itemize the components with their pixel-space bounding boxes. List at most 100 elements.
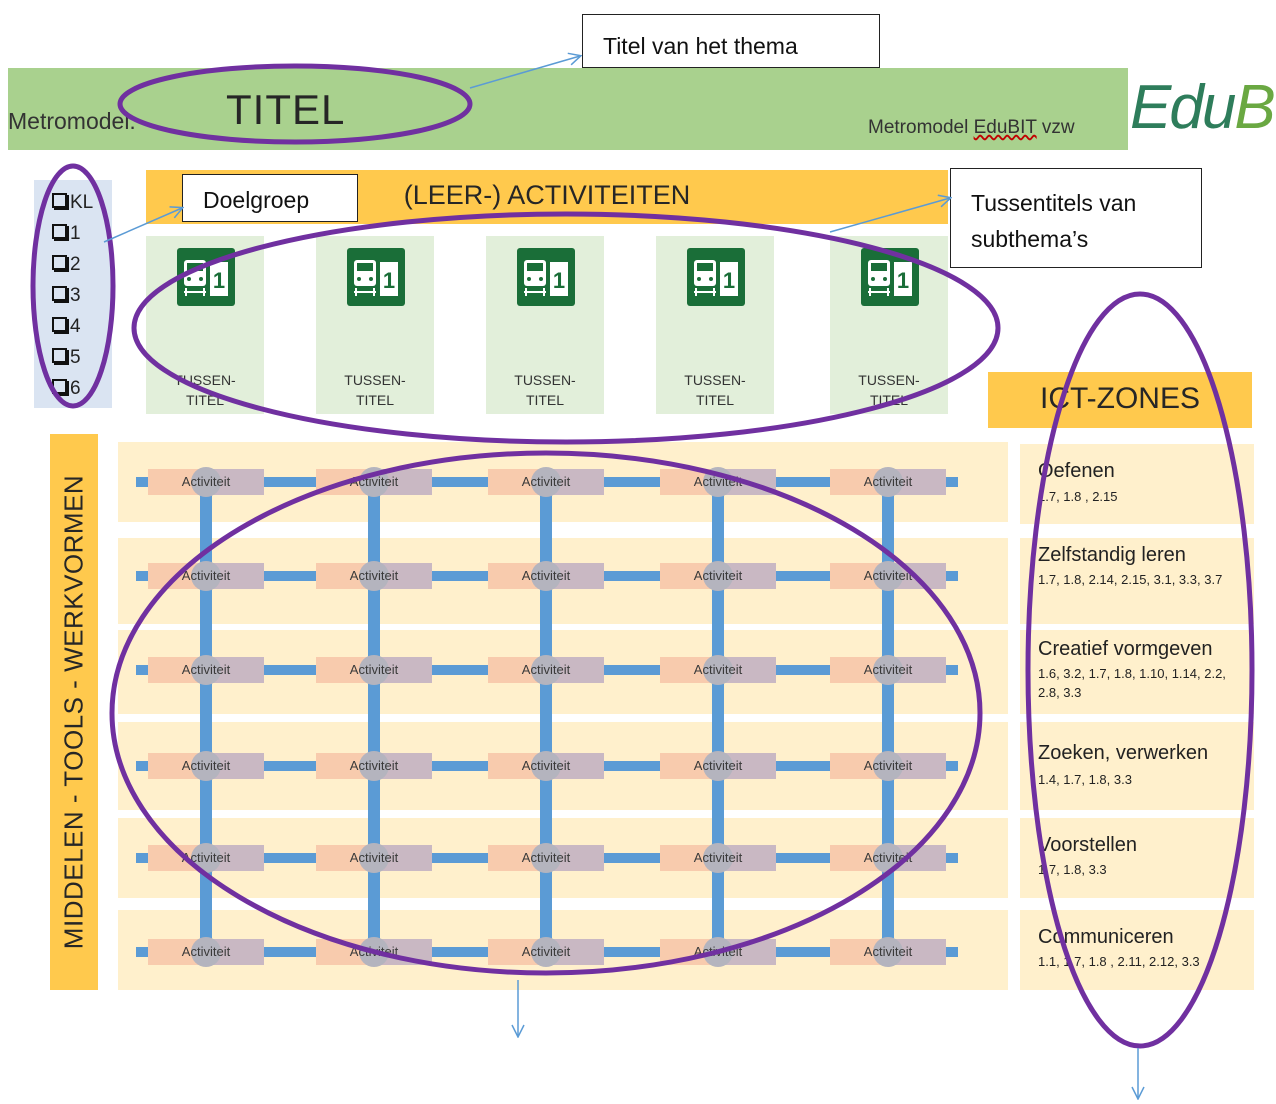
ict-zone-codes: 1.1, 1.7, 1.8 , 2.11, 2.12, 3.3 (1038, 954, 1200, 969)
activity-label: Activiteit (181, 850, 231, 865)
byline-suffix: vzw (1036, 117, 1075, 138)
station-marker (873, 655, 903, 685)
arrow-to-target-group (103, 208, 182, 243)
grid-ellipse (109, 450, 983, 976)
activity-label: Activiteit (349, 758, 399, 773)
ict-zone-background (1020, 444, 1254, 524)
grade-checkbox-item[interactable]: 1 (52, 223, 81, 245)
station-marker (531, 561, 561, 591)
checkbox-icon[interactable] (52, 255, 67, 270)
activity-label: Activiteit (693, 850, 743, 865)
station-marker (191, 751, 221, 781)
activity-label: Activiteit (863, 944, 913, 959)
svg-text:1: 1 (553, 268, 565, 293)
activity-label: Activiteit (863, 662, 913, 677)
vertical-track (200, 472, 212, 954)
subtheme-label-line2: TITEL (695, 392, 735, 408)
checkbox-icon[interactable] (52, 348, 67, 363)
grade-checkbox-item[interactable]: 3 (52, 285, 81, 307)
page-title: TITEL (226, 86, 346, 133)
station-marker (191, 561, 221, 591)
activity-label: Activiteit (181, 474, 231, 489)
checkbox-icon[interactable] (52, 193, 67, 208)
ict-zone-background (1020, 630, 1254, 714)
title-ellipse (117, 63, 473, 145)
subtheme-label-line1: TUSSEN- (684, 372, 746, 388)
station-marker (703, 561, 733, 591)
checkbox-icon[interactable] (52, 317, 67, 332)
svg-text:1: 1 (897, 268, 909, 293)
station-marker (191, 937, 221, 967)
ict-zone-name: Communiceren (1038, 926, 1174, 948)
train-station-icon: 1 (517, 248, 575, 306)
byline-prefix: Metromodel (868, 117, 974, 138)
station-marker (873, 467, 903, 497)
activity-label: Activiteit (521, 758, 571, 773)
activity-label: Activiteit (521, 568, 571, 583)
ict-zone-name: Zelfstandig leren (1038, 544, 1186, 566)
station-marker (359, 751, 389, 781)
subtheme-label-line1: TUSSEN- (858, 372, 920, 388)
activity-label: Activiteit (863, 474, 913, 489)
ict-zone-codes: 1.7, 1.8, 3.3 (1038, 862, 1107, 877)
byline: Metromodel EduBIT vzw (868, 117, 1075, 139)
ict-zone-codes: 1.4, 1.7, 1.8, 3.3 (1038, 772, 1132, 787)
logo-part-edu: Edu (1130, 73, 1236, 142)
grade-checkbox-item[interactable]: 4 (52, 316, 81, 338)
activity-label: Activiteit (521, 850, 571, 865)
activities-title: (LEER-) ACTIVITEITEN (403, 180, 691, 210)
activity-label: Activiteit (693, 758, 743, 773)
arrow-to-subtitles (829, 198, 950, 233)
grade-checkbox-item[interactable]: KL (52, 192, 93, 214)
edubit-logo: EduBIT (1130, 72, 1276, 143)
grade-checkbox-item[interactable]: 2 (52, 254, 81, 276)
vertical-track (882, 472, 894, 954)
ict-zone-name: Creatief vormgeven (1038, 638, 1213, 660)
grade-label: 2 (70, 254, 81, 275)
side-banner (50, 434, 98, 990)
subthemes-ellipse (131, 211, 1001, 445)
station-marker (531, 843, 561, 873)
activity-label: Activiteit (181, 944, 231, 959)
station-marker (703, 655, 733, 685)
activity-label: Activiteit (863, 758, 913, 773)
vertical-track (368, 472, 380, 954)
logo-part-bit: BIT (1234, 73, 1276, 142)
subtheme-label-line1: TUSSEN- (514, 372, 576, 388)
station-marker (873, 751, 903, 781)
callout-subtitles-line1: Tussentitels van (971, 190, 1137, 216)
grade-label: 6 (70, 378, 81, 399)
checkbox-icon[interactable] (52, 286, 67, 301)
grade-label: 3 (70, 285, 81, 306)
train-station-icon: 1 (347, 248, 405, 306)
metromodel-label: Metromodel: (8, 108, 136, 134)
ict-zone-background (1020, 818, 1254, 898)
train-station-icon: 1 (687, 248, 745, 306)
byline-org: EduBIT (973, 117, 1037, 138)
svg-text:1: 1 (383, 268, 395, 293)
subtheme-label-line1: TUSSEN- (344, 372, 406, 388)
ict-zone-name: Zoeken, verwerken (1038, 742, 1209, 764)
activity-label: Activiteit (521, 474, 571, 489)
svg-text:1: 1 (213, 268, 225, 293)
grade-label: 4 (70, 316, 81, 337)
activity-label: Activiteit (521, 662, 571, 677)
grade-checkbox-item[interactable]: 5 (52, 347, 81, 369)
station-marker (703, 843, 733, 873)
ict-zone-name: Voorstellen (1038, 834, 1137, 856)
station-marker (531, 937, 561, 967)
checkbox-icon[interactable] (52, 224, 67, 239)
activity-label: Activiteit (693, 568, 743, 583)
station-marker (703, 751, 733, 781)
ict-zone-codes: 1.7, 1.8 , 2.15 (1038, 489, 1118, 504)
ict-zone-name: Oefenen (1038, 460, 1115, 482)
grade-label: KL (70, 192, 94, 213)
ict-zones-banner (988, 372, 1252, 428)
activity-label: Activiteit (349, 568, 399, 583)
ict-zone-background (1020, 722, 1254, 810)
